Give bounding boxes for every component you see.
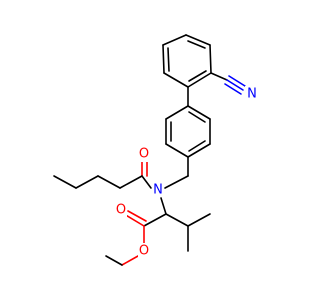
bond: [188, 111, 206, 123]
bond: [187, 143, 211, 158]
cyanophenyl-ring: [162, 34, 212, 88]
bond: [185, 34, 211, 46]
bond: [119, 175, 143, 189]
bond: [164, 175, 189, 189]
bond: [187, 213, 211, 227]
bond: [162, 44, 165, 74]
bond: [187, 105, 211, 120]
methyl-ester-group: O O: [105, 202, 167, 266]
bond: [165, 105, 189, 120]
bond: [187, 40, 206, 49]
bond: [97, 175, 121, 189]
isopropyl-group: [165, 213, 211, 252]
carbonyl-oxygen-label: O: [139, 147, 149, 162]
ester-carbonyl-oxygen-label: O: [116, 203, 126, 218]
bond: [163, 72, 189, 88]
bond: [167, 47, 170, 72]
bond: [165, 213, 189, 227]
atom-background: [138, 243, 150, 259]
atom-background: [115, 202, 127, 218]
bond: [53, 175, 77, 189]
bond: [105, 255, 123, 266]
bond: [75, 175, 99, 189]
nitrile-group: N: [210, 72, 257, 102]
bond: [143, 213, 167, 227]
atom-background: [245, 86, 257, 102]
bond: [224, 83, 242, 95]
bond: [210, 72, 228, 81]
ester-oxygen-label: O: [139, 244, 149, 259]
molecule-structure: N N O: [53, 34, 257, 266]
amide-nitrogen-label: N: [153, 183, 163, 198]
benzyl-ring: [165, 105, 211, 158]
bond: [127, 210, 147, 222]
bond: [226, 79, 244, 91]
pentanoyl-chain: O: [53, 146, 152, 189]
bond: [121, 255, 139, 266]
bond: [160, 197, 167, 215]
bond: [228, 75, 246, 87]
bond: [187, 72, 212, 88]
bond: [141, 175, 152, 189]
bond: [165, 143, 189, 158]
bond: [209, 44, 212, 74]
nitrile-nitrogen-label: N: [247, 87, 257, 102]
atom-background: [138, 146, 150, 162]
bond: [188, 70, 207, 82]
bond: [188, 140, 206, 152]
bond: [123, 213, 145, 227]
bond: [162, 34, 187, 46]
atom-background: [152, 182, 164, 198]
